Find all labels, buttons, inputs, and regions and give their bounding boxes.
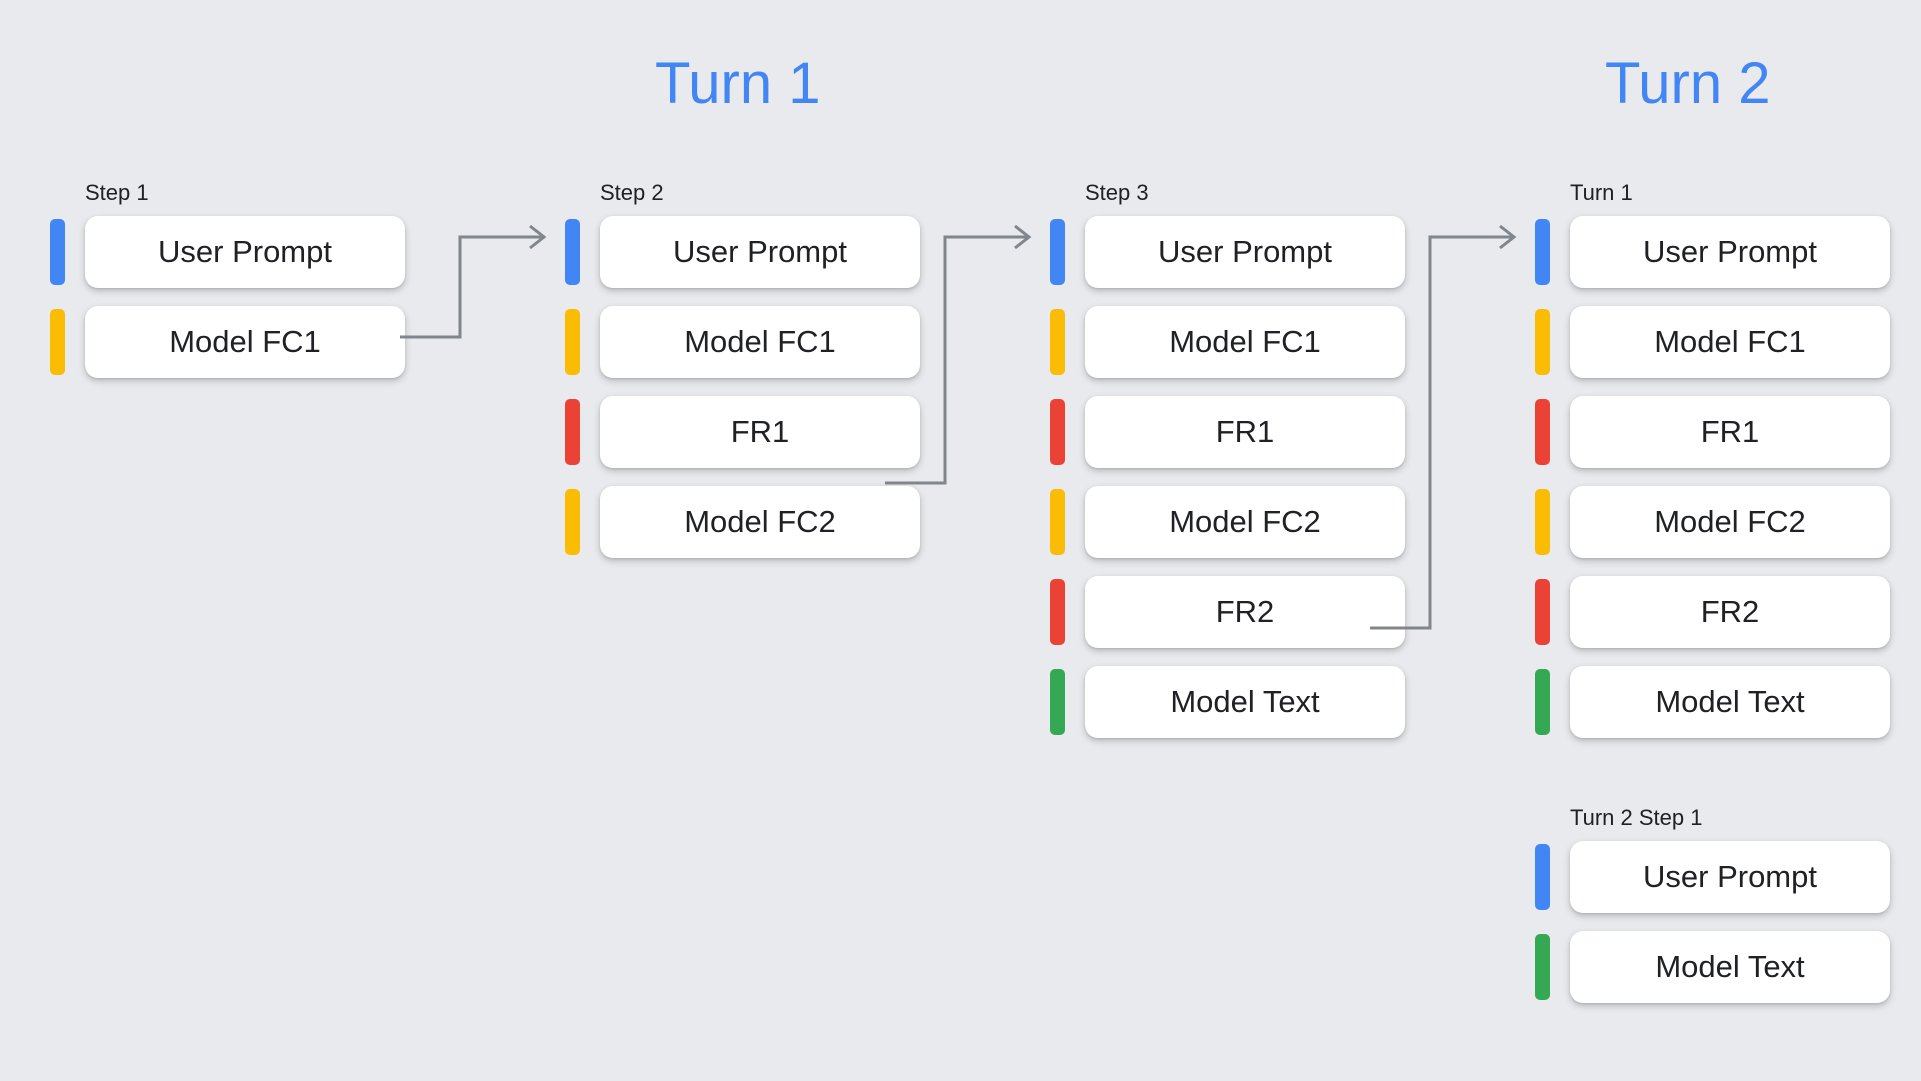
color-bar-red	[565, 399, 580, 466]
card-user-prompt[interactable]: User Prompt	[1570, 841, 1890, 914]
color-bar-blue	[1535, 219, 1550, 286]
list-item[interactable]: Model FC1	[1535, 306, 1890, 379]
column-turn-2-step-1: Turn 2 Step 1 User Prompt Model Text	[1535, 805, 1890, 1004]
card-fr2[interactable]: FR2	[1085, 576, 1405, 649]
color-bar-yellow	[50, 309, 65, 376]
column-step-1: Step 1 User Prompt Model FC1	[50, 180, 405, 379]
color-bar-yellow	[565, 309, 580, 376]
list-item[interactable]: Model FC1	[50, 306, 405, 379]
list-item[interactable]: Model Text	[1535, 666, 1890, 739]
color-bar-yellow	[1535, 489, 1550, 556]
color-bar-blue	[1535, 844, 1550, 911]
list-item[interactable]: FR2	[1050, 576, 1405, 649]
column-label-turn-1: Turn 1	[1570, 180, 1633, 205]
card-user-prompt[interactable]: User Prompt	[600, 216, 920, 289]
turn-1-heading: Turn 1	[655, 51, 821, 116]
list-item[interactable]: Model FC2	[1535, 486, 1890, 559]
list-item[interactable]: Model FC1	[565, 306, 920, 379]
card-model-fc2[interactable]: Model FC2	[1085, 486, 1405, 559]
color-bar-blue	[1050, 219, 1065, 286]
column-step-3: Step 3 User Prompt Model FC1 FR1 Model F…	[1050, 180, 1405, 739]
list-item[interactable]: FR2	[1535, 576, 1890, 649]
color-bar-yellow	[1050, 309, 1065, 376]
list-item[interactable]: Model FC2	[1050, 486, 1405, 559]
list-item[interactable]: User Prompt	[565, 216, 920, 289]
color-bar-red	[1050, 399, 1065, 466]
color-bar-red	[1050, 579, 1065, 646]
column-label-step-1: Step 1	[85, 180, 149, 205]
connector-step1-to-step2-arrow	[400, 224, 547, 339]
card-user-prompt[interactable]: User Prompt	[85, 216, 405, 289]
card-model-text[interactable]: Model Text	[1085, 666, 1405, 739]
column-label-step-3: Step 3	[1085, 180, 1149, 205]
color-bar-yellow	[1050, 489, 1065, 556]
card-model-fc1[interactable]: Model FC1	[600, 306, 920, 379]
card-model-fc1[interactable]: Model FC1	[1085, 306, 1405, 379]
column-step-2: Step 2 User Prompt Model FC1 FR1 Model F…	[565, 180, 920, 559]
card-user-prompt[interactable]: User Prompt	[1570, 216, 1890, 289]
list-item[interactable]: Model Text	[1050, 666, 1405, 739]
color-bar-green	[1535, 934, 1550, 1001]
card-fr1[interactable]: FR1	[1570, 396, 1890, 469]
list-item[interactable]: FR1	[1535, 396, 1890, 469]
turn-2-heading: Turn 2	[1605, 51, 1771, 116]
list-item[interactable]: Model Text	[1535, 931, 1890, 1004]
color-bar-red	[1535, 579, 1550, 646]
color-bar-green	[1050, 669, 1065, 736]
color-bar-blue	[565, 219, 580, 286]
list-item[interactable]: User Prompt	[1050, 216, 1405, 289]
column-turn-1: Turn 1 User Prompt Model FC1 FR1 Model F…	[1535, 180, 1890, 739]
list-item[interactable]: User Prompt	[50, 216, 405, 289]
list-item[interactable]: FR1	[565, 396, 920, 469]
card-model-fc1[interactable]: Model FC1	[1570, 306, 1890, 379]
card-model-fc1[interactable]: Model FC1	[85, 306, 405, 379]
color-bar-green	[1535, 669, 1550, 736]
list-item[interactable]: Model FC1	[1050, 306, 1405, 379]
column-label-step-2: Step 2	[600, 180, 664, 205]
card-model-fc2[interactable]: Model FC2	[1570, 486, 1890, 559]
list-item[interactable]: User Prompt	[1535, 841, 1890, 914]
list-item[interactable]: FR1	[1050, 396, 1405, 469]
card-model-fc2[interactable]: Model FC2	[600, 486, 920, 559]
card-model-text[interactable]: Model Text	[1570, 931, 1890, 1004]
card-fr1[interactable]: FR1	[1085, 396, 1405, 469]
card-fr2[interactable]: FR2	[1570, 576, 1890, 649]
card-fr1[interactable]: FR1	[600, 396, 920, 469]
color-bar-yellow	[565, 489, 580, 556]
color-bar-yellow	[1535, 309, 1550, 376]
card-user-prompt[interactable]: User Prompt	[1085, 216, 1405, 289]
list-item[interactable]: User Prompt	[1535, 216, 1890, 289]
color-bar-blue	[50, 219, 65, 286]
card-model-text[interactable]: Model Text	[1570, 666, 1890, 739]
column-label-turn-2-step-1: Turn 2 Step 1	[1570, 805, 1703, 830]
list-item[interactable]: Model FC2	[565, 486, 920, 559]
color-bar-red	[1535, 399, 1550, 466]
